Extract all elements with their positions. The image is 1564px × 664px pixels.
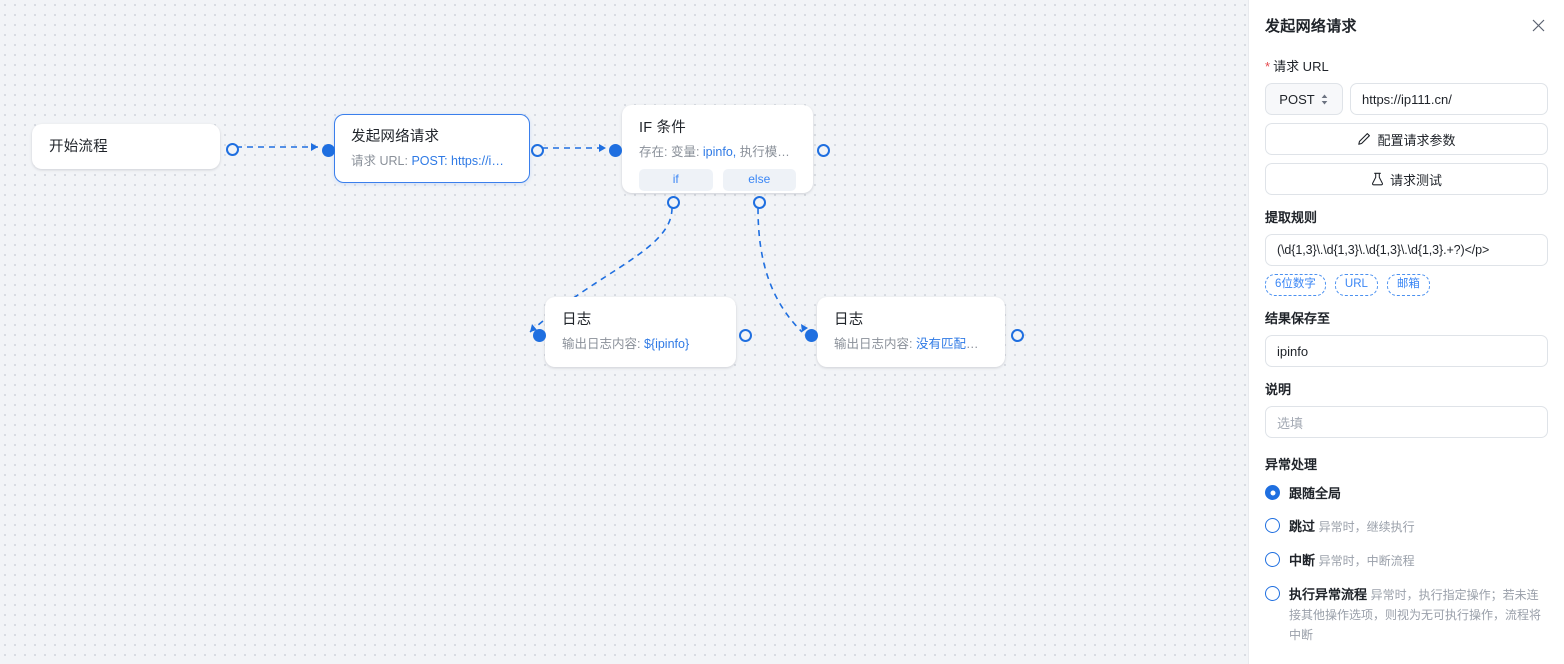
flow-node-start[interactable]: 开始流程	[32, 124, 220, 169]
exception-option-run-exception-flow[interactable]: 执行异常流程 异常时，执行指定操作；若未连接其他操作选项，则视为无可执行操作，流…	[1265, 585, 1548, 645]
request-test-button[interactable]: 请求测试	[1265, 163, 1548, 195]
request-test-label: 请求测试	[1389, 172, 1442, 188]
http-method-value: POST	[1279, 91, 1315, 107]
port-if-branch-if[interactable]	[667, 196, 680, 209]
if-branch-row: if else	[639, 169, 796, 191]
radio-icon[interactable]	[1265, 518, 1280, 533]
node-subtitle-value: POST: https://i…	[411, 154, 504, 168]
node-subtitle: 输出日志内容: 没有匹配到…	[834, 335, 988, 353]
node-subtitle-prefix: 请求 URL:	[351, 154, 412, 168]
port-if-out[interactable]	[817, 144, 830, 157]
node-title: 日志	[562, 312, 592, 328]
radio-icon[interactable]	[1265, 485, 1280, 500]
panel-header: 发起网络请求	[1265, 0, 1548, 44]
request-url-row: POST https://ip111.cn/	[1265, 83, 1548, 115]
flow-canvas[interactable]: 开始流程 发起网络请求 请求 URL: POST: https://i… IF …	[0, 0, 1248, 664]
node-subtitle-value: 没有匹配到…	[915, 337, 988, 351]
panel-title: 发起网络请求	[1265, 17, 1357, 35]
node-properties-panel: 发起网络请求 *请求 URL POST https://ip111.cn/	[1248, 0, 1564, 664]
required-marker: *	[1265, 59, 1271, 74]
port-log-if-out[interactable]	[739, 329, 752, 342]
flow-node-http-request[interactable]: 发起网络请求 请求 URL: POST: https://i…	[334, 114, 530, 183]
flow-node-if-condition[interactable]: IF 条件 存在: 变量: ipinfo, 执行模… if else	[622, 105, 813, 193]
exception-option-main: 中断	[1289, 553, 1316, 568]
port-http-in[interactable]	[322, 144, 335, 157]
exception-option-text: 跳过 异常时，继续执行	[1289, 517, 1415, 537]
node-subtitle: 存在: 变量: ipinfo, 执行模…	[639, 143, 796, 161]
radio-icon[interactable]	[1265, 552, 1280, 567]
config-request-params-button[interactable]: 配置请求参数	[1265, 123, 1548, 155]
preset-chip-6-digit[interactable]: 6位数字	[1265, 274, 1326, 296]
exception-option-abort[interactable]: 中断 异常时，中断流程	[1265, 551, 1548, 571]
exception-option-main: 执行异常流程	[1289, 587, 1368, 602]
exception-option-text: 执行异常流程 异常时，执行指定操作；若未连接其他操作选项，则视为无可执行操作，流…	[1289, 585, 1548, 645]
config-request-params-label: 配置请求参数	[1377, 132, 1456, 148]
branch-chip-else[interactable]: else	[722, 169, 796, 191]
port-start-out[interactable]	[226, 143, 239, 156]
exception-option-desc: 异常时，中断流程	[1318, 554, 1415, 568]
extract-rule-label: 提取规则	[1265, 210, 1318, 225]
close-icon[interactable]	[1528, 15, 1548, 35]
port-log-else-out[interactable]	[1011, 329, 1024, 342]
node-subtitle-prefix: 输出日志内容:	[562, 337, 644, 351]
preset-chip-url[interactable]: URL	[1334, 274, 1378, 296]
node-title: 日志	[834, 312, 864, 328]
flow-node-log-else[interactable]: 日志 输出日志内容: 没有匹配到…	[817, 297, 1005, 367]
node-subtitle-value: ${ipinfo}	[643, 337, 690, 351]
node-subtitle-prefix: 输出日志内容:	[834, 337, 916, 351]
port-http-out[interactable]	[531, 144, 544, 157]
exception-option-skip[interactable]: 跳过 异常时，继续执行	[1265, 517, 1548, 537]
port-log-if-in[interactable]	[533, 329, 546, 342]
exception-option-desc: 异常时，继续执行	[1318, 520, 1415, 534]
node-title: IF 条件	[639, 120, 686, 136]
exception-option-main: 跟随全局	[1289, 486, 1342, 501]
pencil-icon	[1358, 133, 1371, 145]
http-method-select[interactable]: POST	[1265, 83, 1343, 115]
node-title: 开始流程	[49, 138, 108, 155]
exception-handling-label: 异常处理	[1265, 457, 1318, 472]
port-if-in[interactable]	[609, 144, 622, 157]
exception-option-text: 跟随全局	[1289, 484, 1341, 503]
node-subtitle: 请求 URL: POST: https://i…	[351, 152, 513, 170]
node-title: 发起网络请求	[351, 129, 440, 145]
description-label: 说明	[1265, 382, 1292, 397]
extract-rule-presets: 6位数字 URL 邮箱	[1265, 274, 1548, 296]
exception-option-main: 跳过	[1289, 519, 1316, 534]
request-url-input[interactable]: https://ip111.cn/	[1350, 83, 1548, 115]
preset-chip-email[interactable]: 邮箱	[1386, 274, 1430, 296]
request-url-label: *请求 URL	[1265, 58, 1548, 76]
port-log-else-in[interactable]	[805, 329, 818, 342]
port-if-branch-else[interactable]	[753, 196, 766, 209]
request-url-label-text: 请求 URL	[1273, 59, 1329, 74]
radio-icon[interactable]	[1265, 586, 1280, 601]
save-to-label: 结果保存至	[1265, 311, 1331, 326]
chevron-updown-icon	[1321, 94, 1328, 104]
exception-option-text: 中断 异常时，中断流程	[1289, 551, 1415, 571]
node-subtitle-value: ipinfo,	[702, 145, 737, 159]
flow-node-log-if[interactable]: 日志 输出日志内容: ${ipinfo}	[545, 297, 736, 367]
exception-option-follow-global[interactable]: 跟随全局	[1265, 484, 1548, 503]
node-subtitle-suffix: 执行模…	[736, 145, 790, 159]
exception-option-desc: 异常时，执行指定操作；若未连接其他操作选项，则视为无可执行操作，流程将中断	[1289, 588, 1542, 642]
branch-chip-if[interactable]: if	[639, 169, 713, 191]
save-to-input[interactable]: ipinfo	[1265, 335, 1548, 367]
node-subtitle: 输出日志内容: ${ipinfo}	[562, 335, 719, 353]
flask-icon	[1371, 172, 1383, 186]
node-subtitle-prefix: 存在: 变量:	[639, 145, 703, 159]
extract-rule-input[interactable]: (\d{1,3}\.\d{1,3}\.\d{1,3}\.\d{1,3}.+?)<…	[1265, 234, 1548, 266]
description-input[interactable]: 选填	[1265, 406, 1548, 438]
